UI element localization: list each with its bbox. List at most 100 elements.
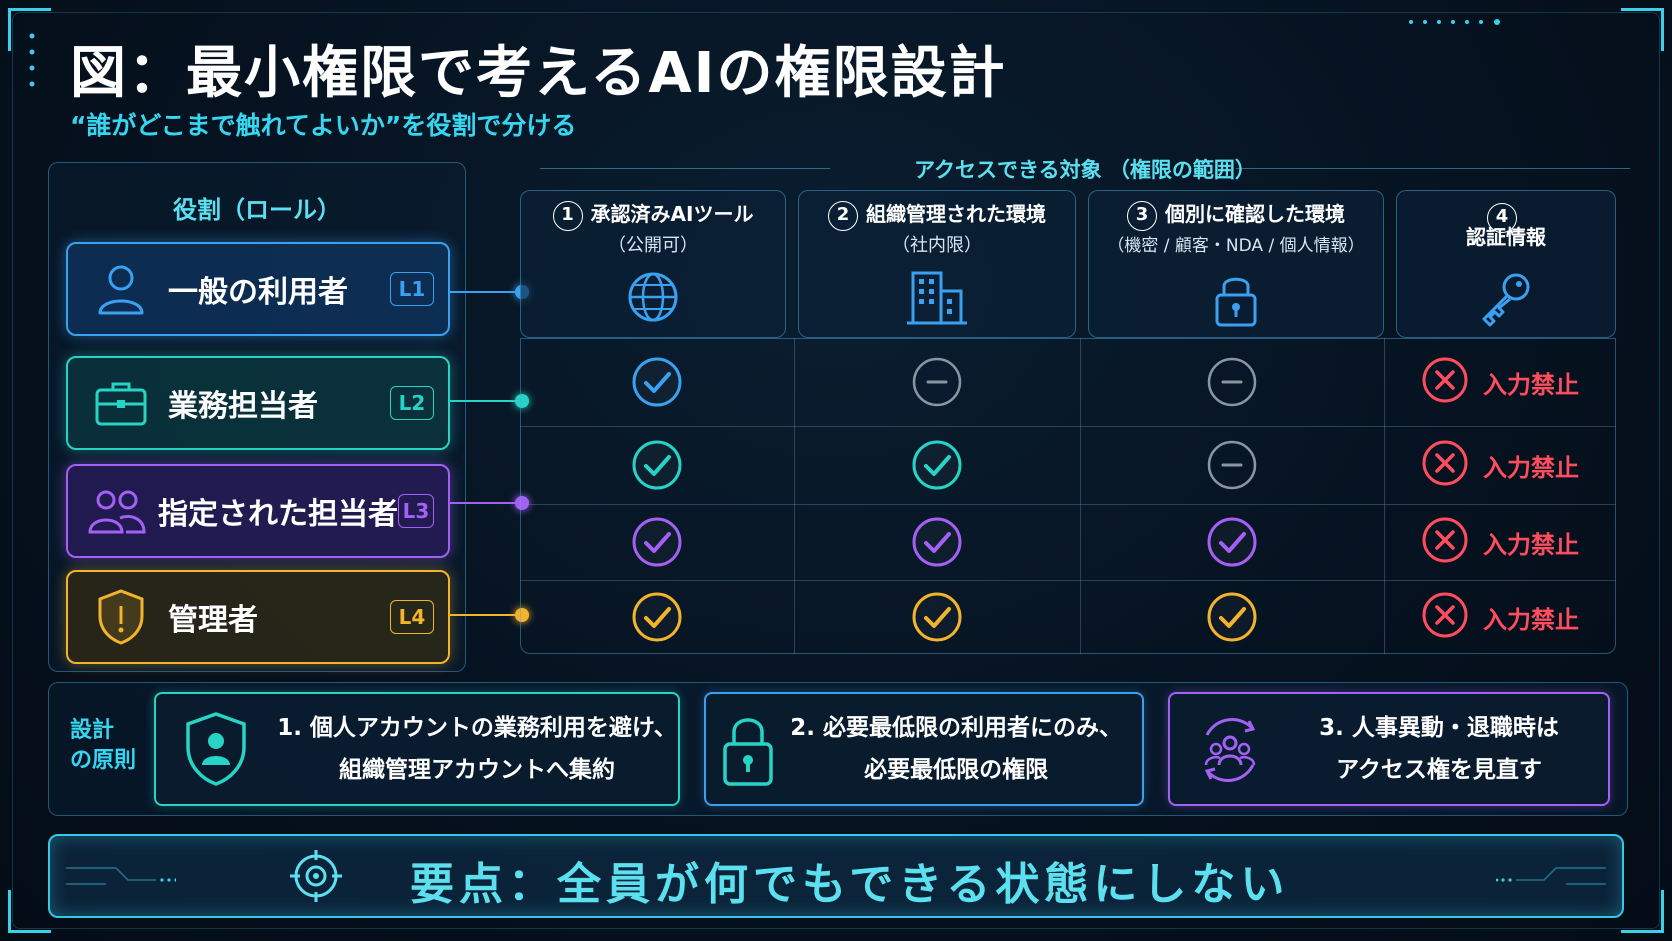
briefcase-icon: [86, 373, 156, 433]
connector-line: [450, 400, 520, 402]
column-header-4: 4 認証情報: [1396, 190, 1616, 338]
level-badge: L2: [390, 386, 434, 420]
connector-line: [450, 291, 520, 293]
circuit-decoration: [66, 867, 176, 885]
grid-line: [520, 580, 1616, 581]
key-point-bar: [48, 834, 1624, 918]
principle-line: 必要最低限の権限: [864, 757, 1049, 783]
grid-line: [1080, 338, 1081, 654]
check-icon: [520, 426, 794, 504]
corner-decoration: [1621, 8, 1664, 51]
circuit-decoration: [1496, 867, 1606, 885]
cross-icon: [1421, 356, 1469, 408]
check-icon: [1080, 504, 1384, 580]
cross-icon: [1421, 591, 1469, 643]
level-badge: L4: [390, 600, 434, 634]
column-header-1: 1 承認済みAIツール （公開可）: [520, 190, 786, 338]
column-subtitle: （社内限）: [892, 235, 982, 256]
role-label: 業務担当者: [168, 389, 318, 424]
role-l2: 業務担当者 L2: [66, 356, 450, 450]
role-label: 指定された担当者: [158, 497, 398, 532]
connector-line: [450, 614, 520, 616]
access-heading: アクセスできる対象 （権限の範囲）: [914, 158, 1256, 182]
grid-line: [1384, 338, 1385, 654]
column-number: 4: [1487, 202, 1517, 233]
level-badge: L3: [398, 494, 434, 528]
user-shield-icon: [156, 711, 276, 787]
check-icon: [1080, 580, 1384, 654]
outer-frame: [12, 12, 1660, 929]
principle-line: 3. 人事異動・退職時は: [1319, 715, 1559, 741]
column-title: 個別に確認した環境: [1165, 202, 1345, 226]
deny-label: 入力禁止: [1483, 530, 1579, 559]
column-subtitle: （公開可）: [608, 235, 698, 256]
column-title: 認証情報: [1466, 225, 1546, 249]
role-l3: 指定された担当者 L3: [66, 464, 450, 558]
check-icon: [520, 580, 794, 654]
page-title: 図：最小権限で考えるAIの権限設計: [70, 41, 1007, 106]
check-icon: [520, 338, 794, 426]
corner-decoration: [8, 890, 51, 933]
deny-label: 入力禁止: [1483, 370, 1579, 399]
connector-dot: [515, 394, 529, 408]
grid-line: [520, 504, 1616, 505]
role-label: 管理者: [168, 603, 258, 638]
principle-line: 組織管理アカウントへ集約: [339, 757, 615, 783]
key-icon: [1397, 269, 1615, 329]
grid-line: [520, 426, 1616, 427]
people-refresh-icon: [1170, 711, 1290, 787]
building-icon: [799, 269, 1075, 329]
target-icon: [288, 848, 344, 908]
principles-label-line: の原則: [70, 748, 137, 773]
connector-dot: [515, 496, 529, 510]
dash-icon: [794, 338, 1080, 426]
dots-decoration: [29, 33, 35, 87]
check-icon: [794, 504, 1080, 580]
check-icon: [520, 504, 794, 580]
page-subtitle: “誰がどこまで触れてよいか”を役割で分ける: [70, 111, 577, 140]
principle-line: 1. 個人アカウントの業務利用を避け、: [277, 715, 677, 741]
column-header-2: 2 組織管理された環境 （社内限）: [798, 190, 1076, 338]
principle-line: 2. 必要最低限の利用者にのみ、: [790, 715, 1122, 741]
cross-icon: [1421, 439, 1469, 491]
check-icon: [794, 426, 1080, 504]
principle-card-2: 2. 必要最低限の利用者にのみ、必要最低限の権限: [704, 692, 1144, 806]
principle-line: アクセス権を見直す: [1336, 757, 1542, 783]
key-point-text: 要点：全員が何でもできる状態にしない: [410, 859, 1290, 910]
column-title: 承認済みAIツール: [590, 202, 754, 226]
principles-label-line: 設計: [70, 718, 115, 743]
column-number: 1: [552, 200, 583, 231]
column-subtitle: （機密 / 顧客・NDA / 個人情報）: [1107, 236, 1365, 256]
heading-rule: [540, 168, 830, 169]
principle-card-1: 1. 個人アカウントの業務利用を避け、組織管理アカウントへ集約: [154, 692, 680, 806]
lock-icon: [1089, 269, 1383, 329]
roles-heading: 役割（ロール）: [173, 196, 341, 224]
permission-matrix: [520, 338, 1616, 654]
deny-cell: 入力禁止: [1384, 426, 1616, 504]
role-l4: 管理者 L4: [66, 570, 450, 664]
deny-label: 入力禁止: [1483, 453, 1579, 482]
connector-dot: [515, 608, 529, 622]
column-number: 3: [1127, 200, 1157, 231]
column-title: 組織管理された環境: [866, 202, 1046, 226]
principles-label: 設計 の原則: [70, 716, 136, 776]
users-icon: [86, 481, 146, 541]
dash-icon: [1080, 338, 1384, 426]
column-number: 2: [828, 200, 858, 231]
corner-decoration: [8, 8, 51, 51]
padlock-icon: [706, 710, 790, 788]
heading-rule: [1236, 168, 1630, 169]
deny-label: 入力禁止: [1483, 605, 1579, 634]
principle-card-3: 3. 人事異動・退職時はアクセス権を見直す: [1168, 692, 1610, 806]
shield-icon: [86, 587, 156, 647]
deny-cell: 入力禁止: [1384, 504, 1616, 580]
check-icon: [794, 580, 1080, 654]
level-badge: L1: [390, 272, 434, 306]
role-l1: 一般の利用者 L1: [66, 242, 450, 336]
cross-icon: [1421, 516, 1469, 568]
globe-icon: [521, 269, 785, 329]
dash-icon: [1080, 426, 1384, 504]
connector-line: [450, 502, 520, 504]
corner-decoration: [1621, 890, 1664, 933]
deny-cell: 入力禁止: [1384, 338, 1616, 426]
